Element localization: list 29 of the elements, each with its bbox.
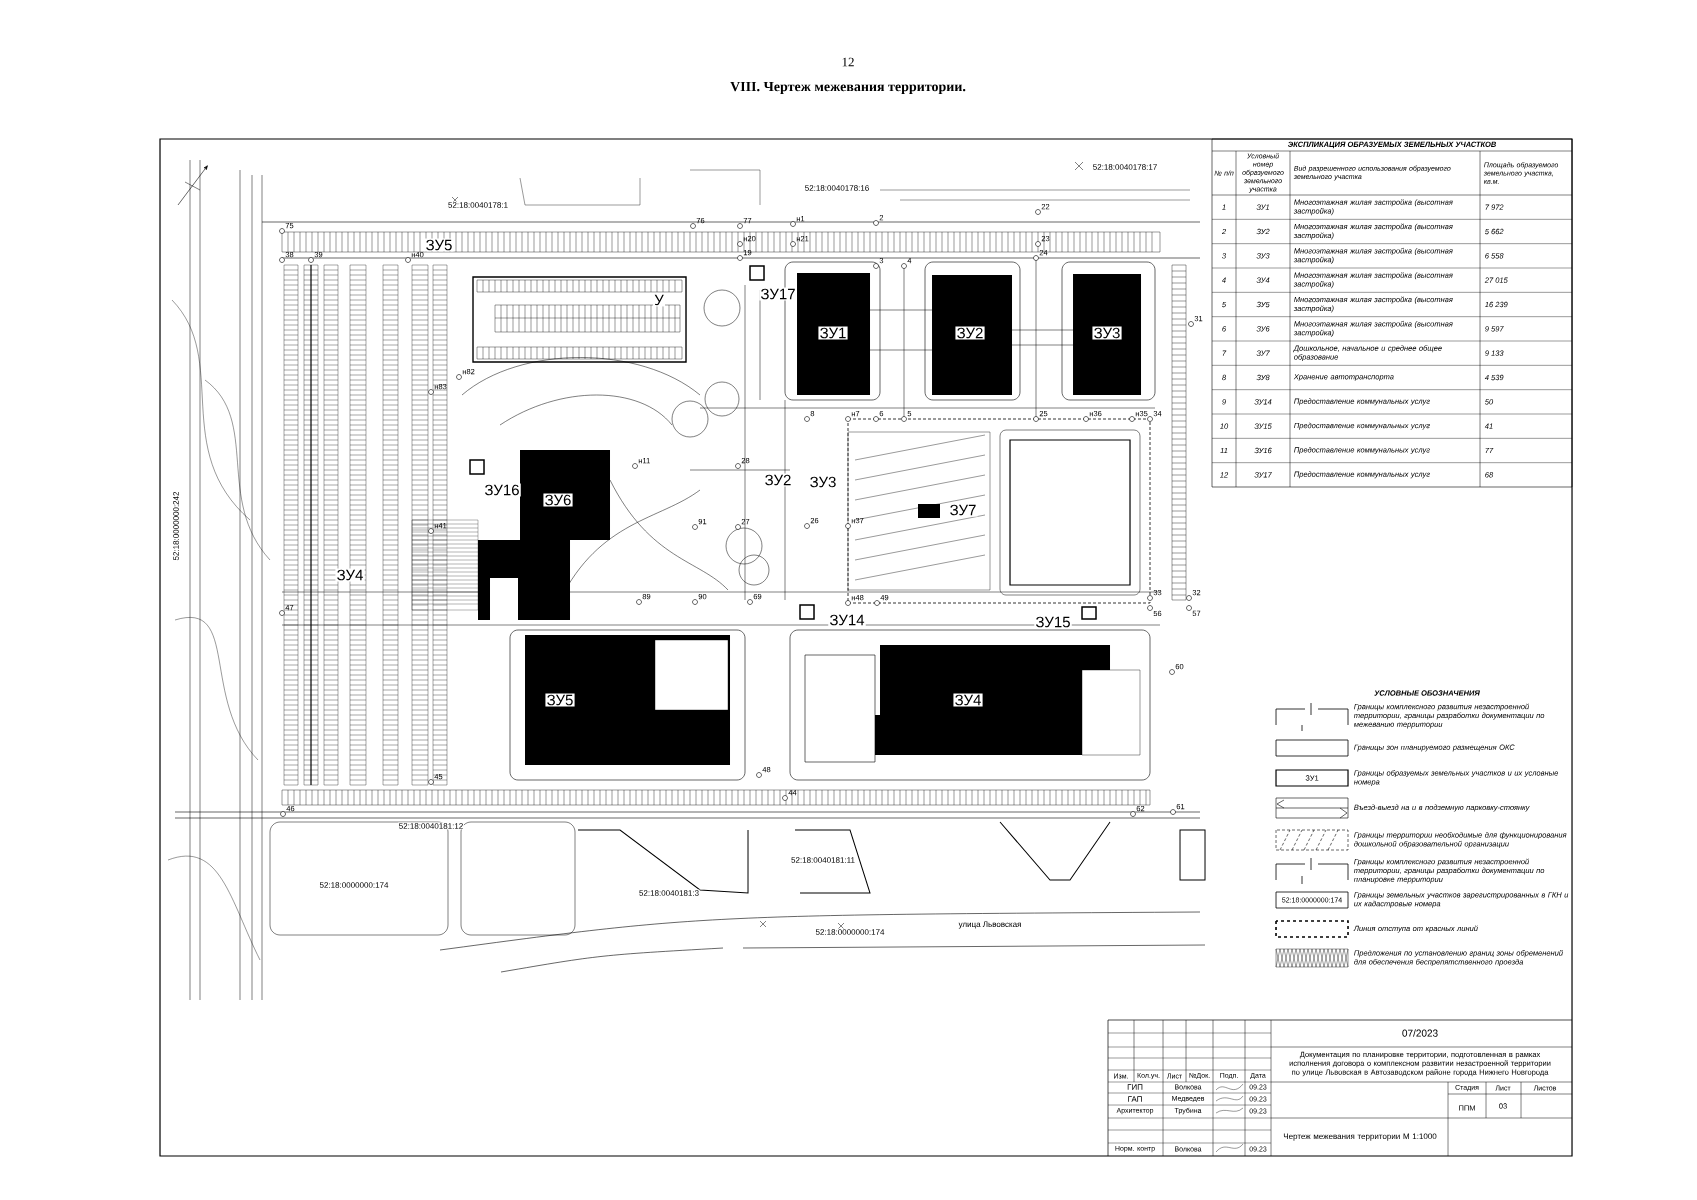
cadastral-number: 52:18:0040181:12 xyxy=(398,822,464,830)
title-block-text: ГАП xyxy=(1128,1096,1142,1102)
title-block-text: Чертеж межевания территории М 1:1000 xyxy=(1283,1133,1437,1141)
cadastral-number: 52:18:0000000:174 xyxy=(318,881,390,889)
parcel-label: ЗУ14 xyxy=(828,613,866,627)
parcel-label: ЗУ17 xyxy=(759,287,797,301)
parcel-label: ЗУ16 xyxy=(483,483,521,497)
parcel-label: ЗУ7 xyxy=(948,503,978,517)
cadastral-number: 52:18:0040178:1 xyxy=(447,201,509,209)
parcel-label: ЗУ5 xyxy=(424,238,454,252)
cadastral-number: 52:18:0040178:16 xyxy=(804,184,870,192)
street-name: улица Львовская xyxy=(958,921,1021,929)
page-title: VIII. Чертеж межевания территории. xyxy=(730,81,966,95)
cadastral-number: 52:18:0040181:3 xyxy=(638,889,700,897)
title-block-text: ГИП xyxy=(1127,1084,1143,1090)
page-number: 12 xyxy=(842,57,854,67)
parcel-label: ЗУ4 xyxy=(335,568,365,582)
parcel-label: ЗУ2 xyxy=(955,326,985,340)
title-block-text: 07/2023 xyxy=(1402,1029,1438,1037)
cadastral-number: 52:18:0000000:242 xyxy=(172,490,180,562)
parcel-label: ЗУ15 xyxy=(1034,615,1072,629)
cadastral-number: 52:18:0040178:17 xyxy=(1092,163,1158,171)
parcel-label: ЗУ3 xyxy=(1092,326,1122,340)
parcel-label: ЗУ3 xyxy=(808,475,838,489)
parcel-label: У xyxy=(653,293,665,307)
cadastral-number: 52:18:0000000:174 xyxy=(814,928,886,936)
parcel-label: ЗУ6 xyxy=(543,493,573,507)
cadastral-number: 52:18:0040181:11 xyxy=(790,856,856,864)
parcel-label: ЗУ2 xyxy=(763,473,793,487)
